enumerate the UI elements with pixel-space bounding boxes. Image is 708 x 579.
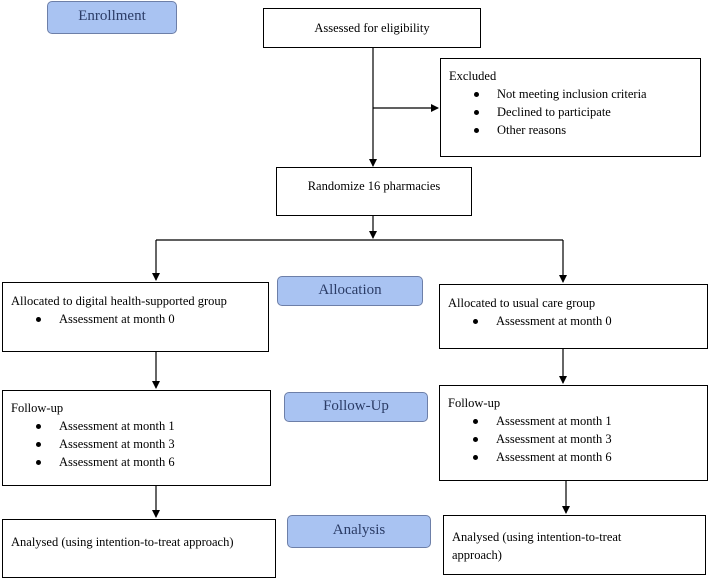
right-followup-title: Follow-up	[448, 396, 501, 410]
right-allocation-title: Allocated to usual care group	[448, 296, 596, 310]
list-item: Assessment at month 3	[473, 430, 707, 448]
left-allocation-box: Allocated to digital health-supported gr…	[2, 282, 269, 352]
stage-label: Allocation	[318, 282, 382, 298]
stage-label: Follow-Up	[323, 398, 389, 414]
right-allocation-box: Allocated to usual care group Assessment…	[439, 284, 708, 349]
excluded-title: Excluded	[449, 69, 497, 83]
list-item: Assessment at month 0	[36, 310, 268, 328]
right-followup-list: Assessment at month 1 Assessment at mont…	[448, 412, 707, 466]
list-item: Assessment at month 1	[473, 412, 707, 430]
assessed-label: Assessed for eligibility	[314, 21, 430, 35]
randomize-label: Randomize 16 pharmacies	[307, 179, 441, 193]
right-analysed-label: Analysed (using intention-to-treat appro…	[452, 530, 622, 562]
left-allocation-list: Assessment at month 0	[11, 310, 268, 328]
left-allocation-title: Allocated to digital health-supported gr…	[11, 294, 227, 308]
list-item: Assessment at month 6	[36, 453, 270, 471]
right-followup-box: Follow-up Assessment at month 1 Assessme…	[439, 385, 708, 481]
left-analysed-box: Analysed (using intention-to-treat appro…	[2, 519, 276, 578]
assessed-box: Assessed for eligibility	[263, 8, 481, 48]
excluded-list: Not meeting inclusion criteria Declined …	[449, 85, 700, 139]
excluded-box: Excluded Not meeting inclusion criteria …	[440, 58, 701, 157]
stage-allocation: Allocation	[277, 276, 423, 306]
stage-analysis: Analysis	[287, 515, 431, 548]
right-analysed-box: Analysed (using intention-to-treat appro…	[443, 515, 706, 575]
stage-label: Analysis	[332, 522, 386, 538]
left-followup-box: Follow-up Assessment at month 1 Assessme…	[2, 390, 271, 486]
list-item: Assessment at month 0	[473, 312, 707, 330]
left-followup-list: Assessment at month 1 Assessment at mont…	[11, 417, 270, 471]
list-item: Declined to participate	[474, 103, 700, 121]
right-allocation-list: Assessment at month 0	[448, 312, 707, 330]
left-followup-title: Follow-up	[11, 401, 64, 415]
stage-label: Enrollment	[78, 8, 146, 24]
list-item: Not meeting inclusion criteria	[474, 85, 700, 103]
list-item: Assessment at month 1	[36, 417, 270, 435]
left-analysed-label: Analysed (using intention-to-treat appro…	[11, 535, 234, 549]
randomize-box: Randomize 16 pharmacies	[276, 167, 472, 216]
list-item: Assessment at month 6	[473, 448, 707, 466]
list-item: Assessment at month 3	[36, 435, 270, 453]
stage-enrollment: Enrollment	[47, 1, 177, 34]
list-item: Other reasons	[474, 121, 700, 139]
stage-follow-up: Follow-Up	[284, 392, 428, 422]
